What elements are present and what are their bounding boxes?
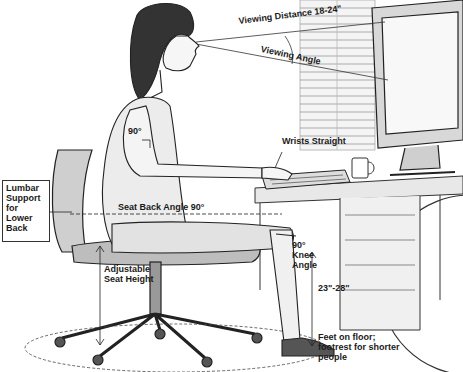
callout-box: Lumbar Support for Lower Back	[2, 180, 50, 242]
dimension-lines-part	[142, 140, 150, 148]
seated-woman-part	[123, 106, 262, 178]
sight-lines	[196, 22, 388, 80]
seated-woman-part	[276, 234, 296, 236]
window-blinds-part	[300, 0, 375, 150]
dimension-label: 90°	[128, 126, 152, 136]
desk-part	[340, 196, 420, 330]
floor-ellipse	[25, 324, 325, 372]
dimension-label: 90° Knee Angle	[292, 240, 328, 270]
office-chair-part	[252, 333, 262, 343]
office-chair-part	[150, 262, 161, 314]
sight-lines-part	[196, 44, 388, 80]
monitor-part	[390, 172, 455, 175]
dimension-lines-part	[100, 246, 101, 345]
monitor	[372, 0, 463, 175]
mug	[352, 158, 374, 178]
dimension-lines	[50, 140, 316, 346]
monitor-part	[400, 145, 440, 170]
office-chair-part	[93, 355, 103, 365]
office-chair-part	[202, 357, 212, 367]
dimension-label: 23"-28"	[318, 283, 368, 293]
seated-woman-part	[163, 36, 199, 71]
office-chair-part	[52, 150, 92, 252]
mug-part	[368, 162, 374, 174]
dimension-label: Seat Back Angle 90°	[118, 202, 248, 212]
window-blinds	[300, 0, 375, 150]
mug-part	[352, 158, 368, 178]
seated-woman-part	[150, 70, 162, 98]
dimension-label: Adjustable Seat Height	[104, 264, 164, 284]
window-blinds-part	[300, 8, 375, 144]
dimension-lines-part	[275, 152, 282, 168]
dimension-label: Feet on floor; footrest for shorter peop…	[318, 332, 400, 362]
office-chair-part	[62, 314, 255, 358]
dimension-label: Wrists Straight	[282, 136, 372, 146]
dimension-lines-part	[50, 212, 72, 213]
sight-lines-part	[196, 22, 385, 42]
office-chair-part	[55, 337, 65, 347]
desk-part	[345, 215, 415, 290]
monitor-part	[372, 0, 463, 148]
dimension-lines-part	[96, 246, 104, 345]
floor-ellipse-part	[25, 324, 325, 372]
dimension-lines-part	[70, 214, 282, 215]
monitor-part	[382, 12, 458, 134]
office-chair-part	[155, 329, 165, 339]
window-blinds-part	[337, 0, 338, 150]
callout-text: Lumbar Support for Lower Back	[6, 183, 46, 233]
seated-woman-part	[112, 222, 293, 253]
seated-woman-part	[262, 167, 292, 180]
